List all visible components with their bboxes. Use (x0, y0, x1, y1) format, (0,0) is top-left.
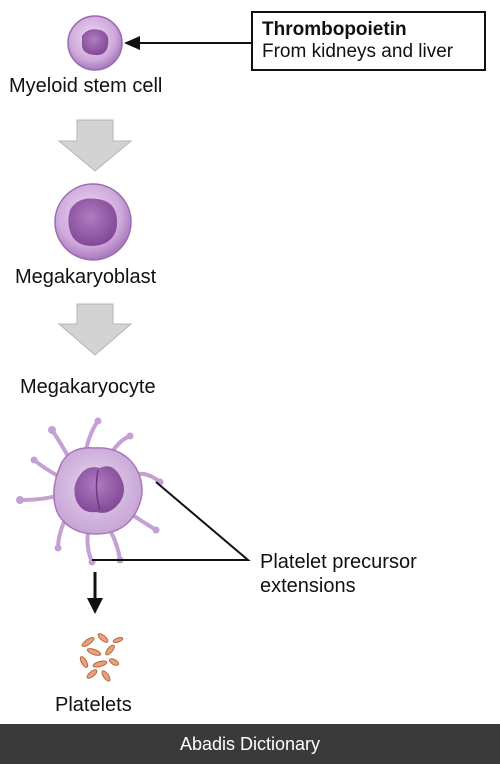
platelets-group (79, 633, 124, 682)
callout-subtitle: From kidneys and liver (262, 41, 454, 62)
extension-pointer (92, 481, 251, 561)
footer-bar: Abadis Dictionary (0, 724, 500, 764)
label-platelets: Platelets (55, 694, 132, 716)
megakaryocyte-cell (16, 417, 164, 566)
platelet-arrow (87, 572, 103, 614)
thrombopoietin-callout: Thrombopoietin From kidneys and liver (251, 11, 486, 71)
label-megakaryoblast: Megakaryoblast (15, 266, 157, 288)
megakaryoblast-cell (54, 183, 132, 261)
myeloid-stem-cell (67, 15, 123, 71)
annotation-line1: Platelet precursor (260, 551, 417, 573)
thrombopoietin-arrow (124, 36, 251, 50)
diagram-canvas (16, 15, 251, 682)
label-myeloid-stem-cell: Myeloid stem cell (9, 75, 163, 97)
label-megakaryocyte: Megakaryocyte (20, 376, 156, 398)
flow-arrow (57, 119, 133, 172)
annotation-line2: extensions (260, 575, 356, 597)
callout-title: Thrombopoietin (262, 19, 407, 40)
flow-arrow (57, 303, 133, 356)
footer-text: Abadis Dictionary (179, 734, 321, 754)
